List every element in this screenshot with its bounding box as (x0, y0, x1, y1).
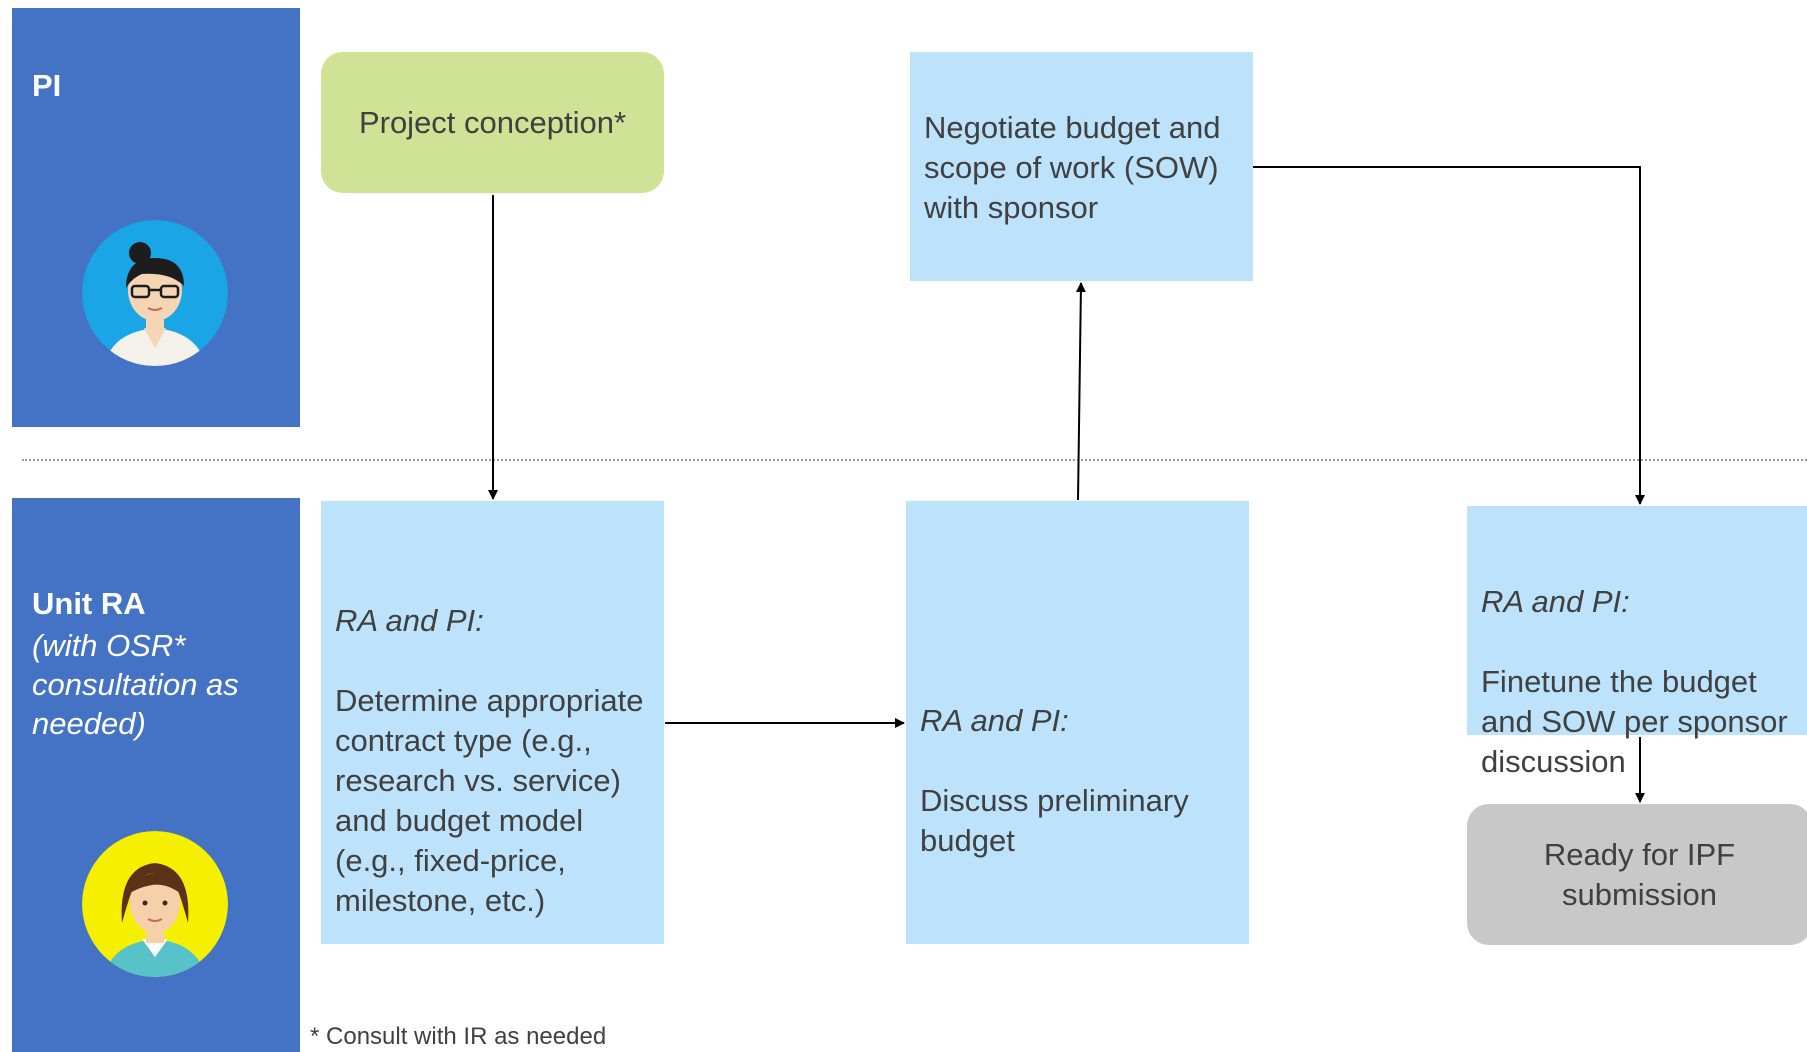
step-ready-for-ipf: Ready for IPF submission (1467, 804, 1807, 945)
step-project-conception: Project conception* (321, 52, 664, 193)
ra-avatar-icon (82, 831, 228, 977)
lane-ra-title: Unit RA (32, 586, 146, 621)
lane-unit-ra: Unit RA (with OSR* consultation as neede… (12, 498, 300, 1052)
step-finetune-text: Finetune the budget and SOW per sponsor … (1481, 664, 1788, 779)
arrow-discuss-to-negotiate (1075, 282, 1086, 501)
pi-avatar-icon (82, 220, 228, 366)
lane-pi: PI (12, 8, 300, 427)
step-finetune-budget: RA and PI: Finetune the budget and SOW p… (1467, 506, 1807, 779)
step-finetune-actor: RA and PI: (1481, 584, 1630, 619)
lane-pi-title: PI (32, 68, 62, 103)
step-project-conception-text: Project conception* (358, 104, 627, 140)
step-discuss-actor: RA and PI: (920, 703, 1069, 738)
step-determine-actor: RA and PI: (335, 603, 484, 638)
arrow-negotiate-to-finetune (1253, 166, 1645, 505)
step-determine-contract-type: RA and PI: Determine appropriate contrac… (321, 501, 664, 944)
footnote: * Consult with IR as needed (310, 1023, 607, 1050)
step-ready-for-ipf-text: Ready for IPF submission (1543, 836, 1736, 912)
step-discuss-preliminary-budget: RA and PI: Discuss preliminary budget (906, 501, 1249, 944)
step-discuss-text: Discuss preliminary budget (920, 783, 1189, 858)
step-negotiate-budget: Negotiate budget and scope of work (SOW)… (910, 52, 1253, 281)
step-negotiate-budget-text: Negotiate budget and scope of work (SOW)… (924, 110, 1221, 225)
lane-divider (22, 459, 1807, 461)
lane-ra-subtitle: (with OSR* consultation as needed) (32, 628, 239, 741)
step-determine-text: Determine appropriate contract type (e.g… (335, 683, 644, 918)
